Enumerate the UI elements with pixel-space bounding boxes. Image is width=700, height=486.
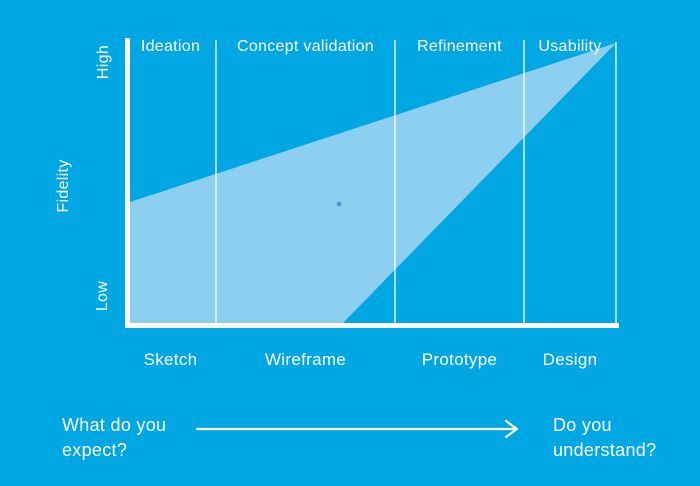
phase-label-ideation: Ideation [140,38,201,55]
stage-label-design: Design [542,350,598,369]
stage-label-prototype: Prototype [421,350,498,369]
phase-label-refinement: Refinement [417,38,502,55]
footer-question-left-line1: What do you [62,415,167,435]
footer-question-right: Do you understand? [553,413,656,463]
y-axis-high-label: High [95,44,112,80]
y-axis-low-label: Low [94,280,111,312]
footer-question-left: What do you expect? [62,413,166,463]
footer-question-left-line2: expect? [62,440,128,460]
stage-label-wireframe: Wireframe [264,350,347,369]
fidelity-wedge [130,43,616,323]
cursor-dot [336,201,342,207]
stage-label-sketch: Sketch [143,350,198,369]
footer-question-right-line1: Do you [553,415,612,435]
arrow-head-icon [504,419,519,439]
phase-label-concept-validation: Concept validation [236,38,375,55]
footer-question-right-line2: understand? [553,440,657,460]
expect-understand-arrow [195,419,519,439]
x-axis-line [125,323,619,328]
phase-label-usability: Usability [538,38,602,55]
y-axis-line [125,38,130,328]
y-axis-title: Fidelity [55,159,72,213]
